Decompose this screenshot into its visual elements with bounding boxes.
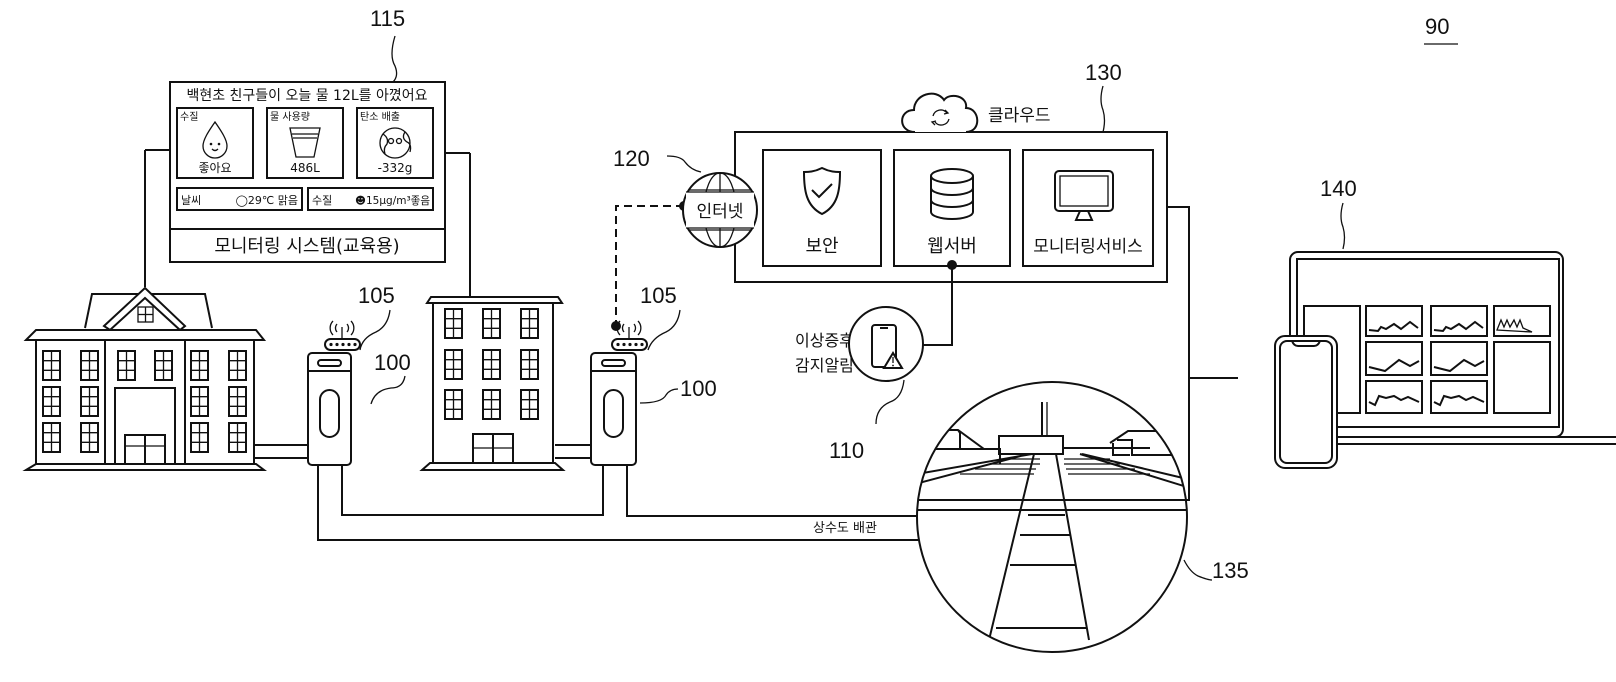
ref-115: 115 [370, 6, 405, 31]
router-icon-left [324, 320, 361, 351]
window-icon [520, 389, 539, 420]
service-security: 보안 [762, 149, 882, 267]
window-icon [444, 349, 463, 380]
board-headline: 백현초 친구들이 오늘 물 12L를 아꼈어요 [186, 88, 427, 104]
cloud-icon [901, 92, 979, 133]
window-icon [444, 389, 463, 420]
meter-body-left [307, 352, 352, 466]
window-icon [228, 386, 247, 417]
window-icon [228, 422, 247, 453]
board-status-air-quality: 수질 ☻15μg/m³좋음 [307, 187, 434, 211]
water-drop-face-icon [202, 120, 228, 159]
svg-text:☻15μg/m³좋음: ☻15μg/m³좋음 [355, 195, 430, 207]
window-icon [42, 422, 61, 453]
office-building [419, 296, 566, 471]
window-icon [117, 350, 136, 381]
window-icon [190, 350, 209, 381]
window-icon [482, 308, 501, 339]
cloud-platform: 130 클라우드 보안 웹 [734, 60, 1238, 501]
board-tile-water-quality: 수질 좋아요 [176, 107, 254, 179]
board-footer: 모니터링 시스템(교육용) [214, 236, 399, 257]
leader-115 [391, 35, 398, 83]
board-status-weather: 날씨 ◯29℃ 맑음 [176, 187, 303, 211]
svg-text:◯29℃ 맑음: ◯29℃ 맑음 [236, 194, 298, 207]
svg-text:웹서버: 웹서버 [927, 236, 977, 257]
water-cup-icon [289, 127, 321, 158]
alert-line1: 이상증후 [795, 331, 854, 350]
ref-130: 130 [1085, 60, 1122, 85]
ref-140: 140 [1320, 176, 1357, 201]
router-icon-right [611, 320, 648, 351]
ref-110: 110 [829, 438, 864, 463]
pipe-label: 상수도 배관 [813, 521, 877, 536]
ref-105-right: 105 [640, 283, 677, 308]
ref-120: 120 [613, 146, 650, 171]
window-icon [520, 349, 539, 380]
school-building [22, 286, 267, 471]
svg-text:-332g: -332g [378, 161, 413, 175]
window-icon [190, 386, 209, 417]
ref-105-left: 105 [358, 283, 395, 308]
window-icon [154, 350, 173, 381]
window-icon [444, 308, 463, 339]
svg-text:수질: 수질 [180, 111, 198, 123]
smartphone-icon [1274, 335, 1338, 469]
internet-globe: 120 인터넷 [613, 146, 758, 248]
svg-text:모니터링서비스: 모니터링서비스 [1033, 237, 1142, 257]
school-windows [42, 350, 247, 453]
window-icon [228, 350, 247, 381]
monitor-icon [1054, 170, 1114, 221]
window-icon [520, 308, 539, 339]
alert-line2: 감지알림 [795, 356, 854, 375]
database-icon [930, 168, 974, 220]
service-web-server: 웹서버 [893, 149, 1011, 267]
iot-device-left: 105 100 [307, 283, 411, 466]
window-icon [42, 350, 61, 381]
window-icon [482, 389, 501, 420]
display-board: 115 백현초 친구들이 오늘 물 12L를 아꼈어요 수질 좋아요 물 사용량 [144, 6, 471, 300]
ref-100-left: 100 [374, 350, 411, 375]
window-icon [80, 386, 99, 417]
meter-body-right [590, 352, 637, 466]
anomaly-alert: 이상증후 감지알림 110 [795, 260, 957, 463]
ref-135: 135 [1212, 558, 1249, 583]
pipe-inspection-view: 135 [916, 381, 1249, 653]
svg-text:90: 90 [1425, 14, 1449, 39]
board-tile-water-usage: 물 사용량 486L [266, 107, 344, 179]
window-icon [80, 422, 99, 453]
cloud-label: 클라우드 [988, 106, 1051, 126]
earth-face-icon [379, 127, 412, 159]
water-pipes: 상수도 배관 [254, 444, 920, 541]
board-tile-carbon: 탄소 배출 -332g [356, 107, 434, 179]
window-icon [80, 350, 99, 381]
window-icon [190, 422, 209, 453]
svg-text:보안: 보안 [805, 236, 838, 257]
svg-text:탄소 배출: 탄소 배출 [360, 111, 400, 123]
iot-device-right: 105 100 [590, 283, 717, 466]
service-monitoring: 모니터링서비스 [1022, 149, 1154, 267]
svg-text:날씨: 날씨 [181, 194, 201, 207]
board-frame [169, 81, 446, 263]
figure-number: 90 [1424, 14, 1458, 45]
ref-100-right: 100 [680, 376, 717, 401]
office-windows [444, 308, 539, 420]
svg-text:486L: 486L [290, 161, 320, 175]
phone-warning-icon [871, 324, 904, 369]
svg-text:좋아요: 좋아요 [198, 161, 231, 175]
laptop-icon [1289, 251, 1616, 445]
window-icon [42, 386, 61, 417]
user-devices: 140 [1274, 176, 1616, 469]
window-icon [482, 349, 501, 380]
internet-label: 인터넷 [697, 202, 744, 222]
wireless-link [611, 201, 689, 331]
svg-text:물 사용량: 물 사용량 [270, 111, 310, 123]
svg-text:수질: 수질 [312, 194, 332, 207]
shield-check-icon [802, 166, 842, 216]
